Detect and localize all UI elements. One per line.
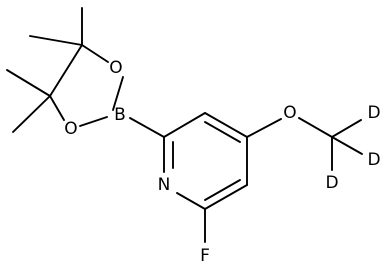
- bond-b-pyridine: [129, 117, 165, 138]
- bond-methyl-3: [6, 69, 51, 97]
- bond-c-d-right: [331, 136, 363, 155]
- bond-methyl-2: [29, 35, 83, 46]
- bond-b-o-top: [112, 76, 124, 111]
- atom-label-oxygen-bottom: O: [64, 119, 77, 139]
- bond-c-d-top: [331, 119, 362, 138]
- atom-label-deuterium-top: D: [367, 103, 380, 123]
- bond-o-top-c: [81, 44, 109, 63]
- atom-label-nitrogen: N: [158, 175, 171, 195]
- bond-c-o-bottom: [49, 95, 65, 121]
- atom-label-oxygen-methoxy: O: [283, 103, 296, 123]
- bond-o-bottom-b: [79, 116, 108, 127]
- dioxaborolane-ring: [49, 44, 124, 127]
- bond-c-c-ring: [49, 44, 83, 97]
- bond-methyl-4: [12, 95, 51, 133]
- atom-label-oxygen-top: O: [109, 58, 122, 78]
- atom-label-deuterium-right: D: [367, 150, 380, 170]
- pinacol-methyls: [6, 7, 83, 133]
- atom-label-deuterium-bottom: D: [325, 173, 338, 193]
- methoxy-d3-group: [246, 117, 363, 171]
- pyridine-ring: [163, 112, 248, 210]
- atom-label-boron: B: [114, 105, 126, 125]
- bond-c3-c4: [204, 112, 248, 138]
- bond-c2-c3: [163, 112, 206, 138]
- bond-c4-o: [246, 118, 282, 138]
- atom-labels: B O O O N F D D D: [64, 58, 380, 266]
- atom-label-fluorine: F: [200, 246, 210, 266]
- bond-c5-c6-inner: [204, 179, 241, 201]
- bond-c6-n: [176, 192, 206, 210]
- bond-c3-c4-inner: [204, 121, 241, 143]
- bond-o-cd3: [298, 117, 333, 138]
- bond-c5-c6: [204, 184, 248, 210]
